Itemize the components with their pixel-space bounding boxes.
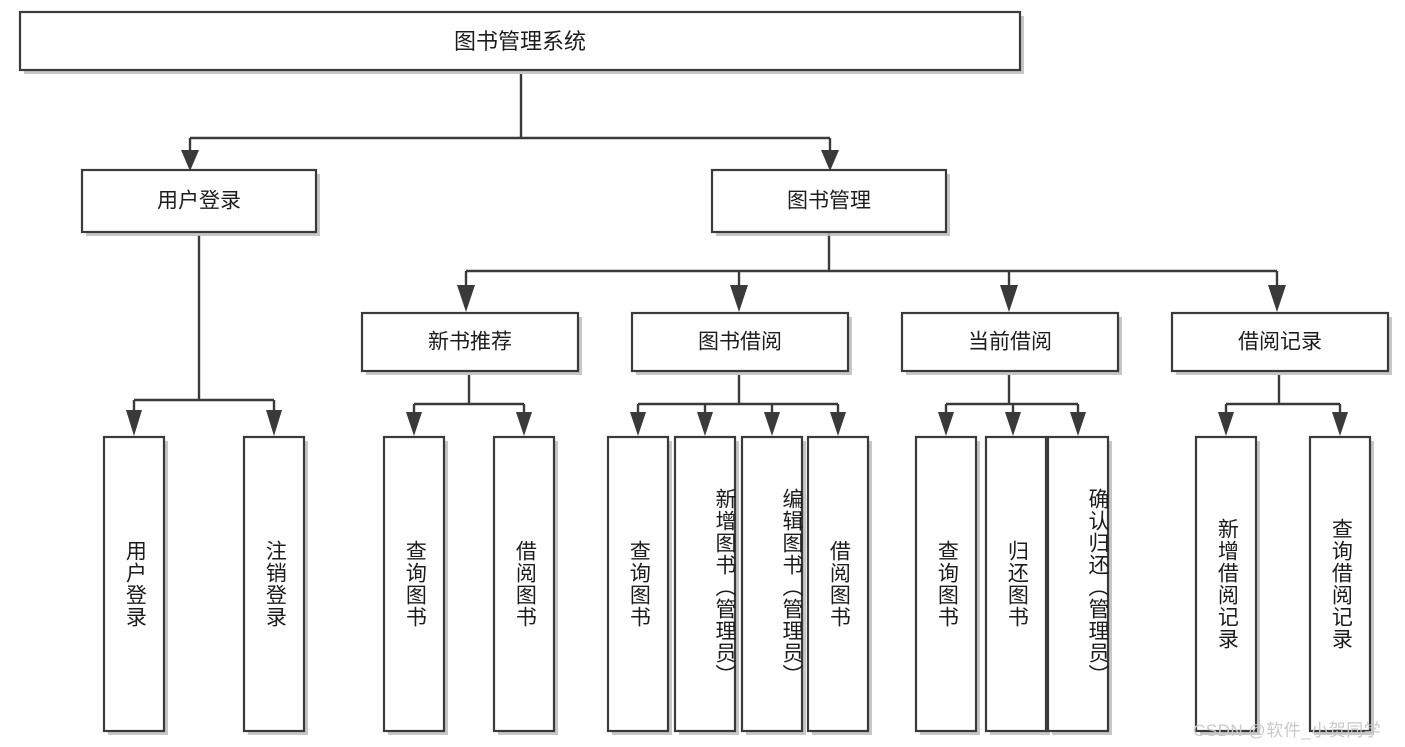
leaf-return-book-box[interactable] <box>984 435 1048 733</box>
node-book-borrow[interactable]: 图书借阅 <box>630 311 852 375</box>
node-current-borrow[interactable]: 当前借阅 <box>900 311 1122 375</box>
leaf-borrow-book-1-box[interactable] <box>492 435 556 733</box>
csdn-watermark: CSDN @软件_小贺同学 <box>1193 721 1382 740</box>
leaf-query-book-2-box[interactable] <box>606 435 670 733</box>
node-leaf-confirm-return[interactable] <box>1046 435 1112 735</box>
leaf-add-book-box[interactable] <box>673 435 737 733</box>
node-leaf-add-record[interactable] <box>1194 435 1260 735</box>
arrow-leaf-query-book-3-icon <box>938 412 954 436</box>
arrow-leaf-borrow-book-1-icon <box>516 412 532 436</box>
arrow-leaf-add-book-icon <box>697 412 713 436</box>
node-leaf-query-book-2[interactable] <box>606 435 672 735</box>
node-leaf-query-book-3[interactable] <box>914 435 980 735</box>
nodes-layer: 图书管理系统 用户登录 图书管理 新书推荐 <box>18 10 1392 735</box>
arrow-leaf-add-record-icon <box>1218 412 1234 436</box>
leaf-query-record-box[interactable] <box>1308 435 1372 733</box>
node-leaf-query-record[interactable] <box>1308 435 1374 735</box>
book-borrow-label: 图书借阅 <box>698 331 782 354</box>
current-borrow-label: 当前借阅 <box>968 331 1052 354</box>
book-manage-box[interactable] <box>710 168 948 234</box>
node-leaf-query-book-1[interactable] <box>382 435 448 735</box>
node-leaf-logout[interactable] <box>242 435 308 735</box>
leaf-query-book-1-box[interactable] <box>382 435 446 733</box>
root-box[interactable] <box>18 10 1022 72</box>
borrow-record-box[interactable] <box>1170 311 1390 373</box>
arrow-leaf-return-book-icon <box>1005 412 1021 436</box>
user-login-label: 用户登录 <box>157 190 241 213</box>
node-root[interactable]: 图书管理系统 <box>18 10 1024 74</box>
book-manage-label: 图书管理 <box>787 190 871 213</box>
node-leaf-edit-book[interactable] <box>740 435 806 735</box>
arrow-to-book-borrow-icon <box>730 285 748 312</box>
new-book-rec-box[interactable] <box>360 311 580 373</box>
arrow-leaf-query-book-2-icon <box>630 412 646 436</box>
arrow-leaf-borrow-book-2-icon <box>830 412 846 436</box>
leaf-confirm-return-box[interactable] <box>1046 435 1110 733</box>
arrow-leaf-query-book-1-icon <box>406 412 422 436</box>
arrow-leaf-confirm-return-icon <box>1070 412 1086 436</box>
node-book-manage[interactable]: 图书管理 <box>710 168 950 236</box>
leaf-borrow-book-2-box[interactable] <box>806 435 870 733</box>
node-leaf-borrow-book-2[interactable] <box>806 435 872 735</box>
node-leaf-add-book[interactable] <box>673 435 739 735</box>
arrow-leaf-edit-book-icon <box>764 412 780 436</box>
arrow-to-borrow-record-icon <box>1268 285 1286 312</box>
arrow-leaf-query-record-icon <box>1332 412 1348 436</box>
leaf-logout-box[interactable] <box>242 435 306 733</box>
node-user-login[interactable]: 用户登录 <box>80 168 320 236</box>
node-new-book-rec[interactable]: 新书推荐 <box>360 311 582 375</box>
book-borrow-box[interactable] <box>630 311 850 373</box>
edges-layer <box>126 74 1348 436</box>
leaf-user-login-box[interactable] <box>102 435 166 733</box>
arrow-to-current-borrow-icon <box>1000 285 1018 312</box>
arrow-to-new-book-rec-icon <box>457 285 475 312</box>
arrow-leaf-user-login-icon <box>126 410 142 436</box>
arrow-to-book-manage-icon <box>821 150 839 171</box>
leaf-query-book-3-box[interactable] <box>914 435 978 733</box>
current-borrow-box[interactable] <box>900 311 1120 373</box>
leaf-add-record-box[interactable] <box>1194 435 1258 733</box>
node-leaf-borrow-book-1[interactable] <box>492 435 558 735</box>
leaf-edit-book-box[interactable] <box>740 435 804 733</box>
borrow-record-label: 借阅记录 <box>1238 331 1322 354</box>
node-leaf-user-login[interactable] <box>102 435 168 735</box>
new-book-rec-label: 新书推荐 <box>428 331 512 354</box>
node-borrow-record[interactable]: 借阅记录 <box>1170 311 1392 375</box>
arrow-to-user-login-icon <box>181 150 199 171</box>
root-label: 图书管理系统 <box>454 29 586 54</box>
arrow-leaf-logout-icon <box>266 410 282 436</box>
user-login-box[interactable] <box>80 168 318 234</box>
node-leaf-return-book[interactable] <box>984 435 1050 735</box>
